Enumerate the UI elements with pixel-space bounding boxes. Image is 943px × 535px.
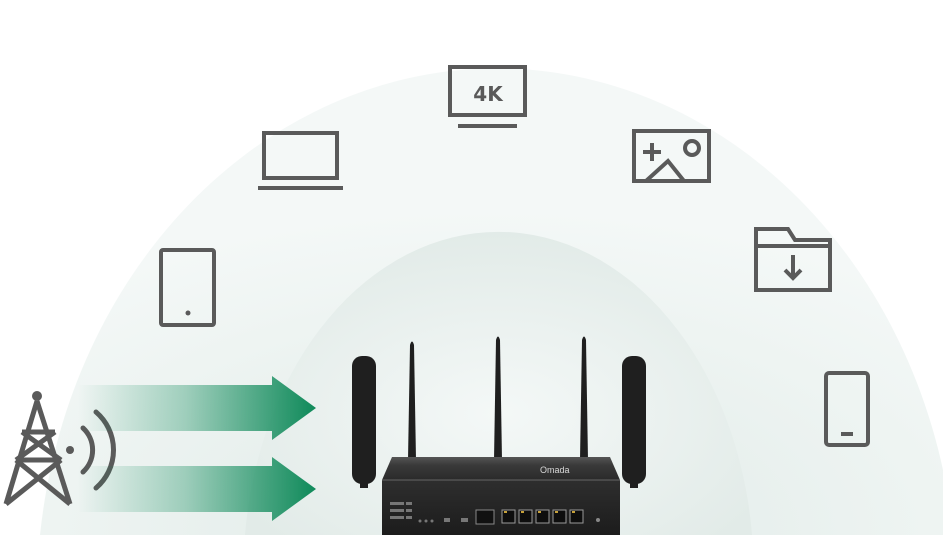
- signal-arrow-top: [78, 376, 316, 440]
- lte-antenna-right: [622, 356, 646, 484]
- router-antennas: [352, 336, 646, 488]
- tv-4k-icon: 4K: [448, 65, 527, 128]
- wifi-antenna-3: [580, 336, 588, 460]
- download-folder-icon: [754, 227, 832, 292]
- cell-tower-icon: [3, 391, 73, 506]
- router-reset-button: [596, 518, 600, 522]
- tv-4k-label: 4K: [473, 82, 504, 106]
- laptop-icon: [258, 131, 343, 190]
- router-front-panel: [390, 502, 468, 523]
- photo-gallery-icon: [632, 129, 711, 183]
- router-ethernet-ports: [501, 509, 584, 524]
- tablet-icon: [159, 248, 216, 327]
- wifi-antenna-1: [408, 341, 416, 460]
- router-device: Omada: [382, 457, 620, 535]
- smartphone-icon: [824, 371, 870, 447]
- router-brand-logo: Omada: [540, 465, 570, 475]
- router-sfp-port: [475, 509, 495, 525]
- wifi-antenna-2: [494, 336, 502, 460]
- lte-antenna-left: [352, 356, 376, 484]
- signal-arrow-bottom: [78, 457, 316, 521]
